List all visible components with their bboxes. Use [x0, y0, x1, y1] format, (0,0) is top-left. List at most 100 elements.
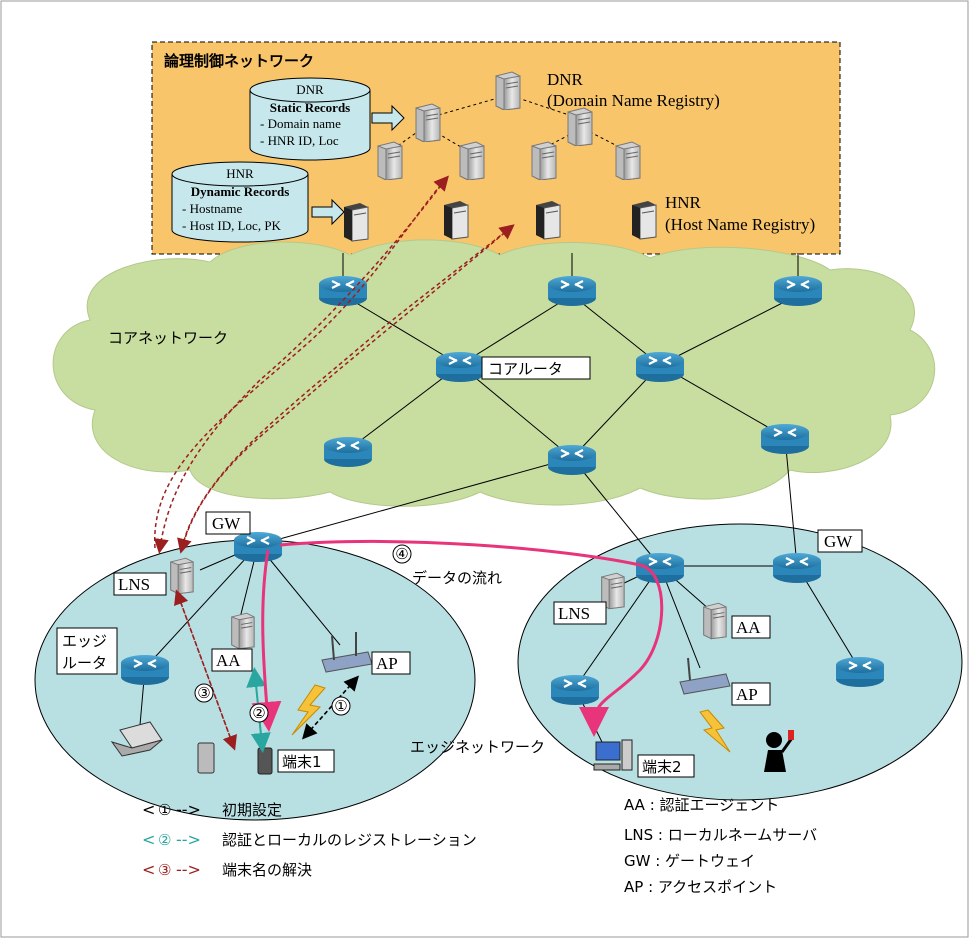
hnr-db-line2: - Host ID, Loc, PK — [182, 218, 282, 233]
legend-1-label: 初期設定 — [222, 801, 282, 819]
dnr-server-icon — [531, 141, 557, 180]
edge-router-label-box — [56, 627, 118, 675]
dnr-database: DNR Static Records - Domain name - HNR I… — [249, 77, 371, 161]
svg-text:-->: --> — [176, 800, 201, 819]
dnr-server-icon — [495, 71, 521, 110]
dnr-server-icon — [377, 141, 403, 180]
aa-label-box — [731, 615, 771, 639]
svg-text:-->: --> — [176, 860, 201, 879]
legend: < ① --> 初期設定 < ② --> 認証とローカルのレジストレーション <… — [142, 800, 477, 879]
dnr-server-icon — [615, 141, 641, 180]
gateway-router-icon — [772, 553, 822, 583]
abbreviation-list: AA : 認証エージェント LNS : ローカルネームサーバ GW : ゲートウ… — [624, 796, 817, 896]
legend-3-num: ③ — [158, 861, 171, 879]
core-router-icon — [323, 437, 373, 467]
terminal2-icon — [593, 739, 633, 771]
hnr-server-icon — [631, 200, 657, 240]
gw-label-box — [205, 511, 251, 535]
gateway-router-icon — [635, 553, 685, 583]
edge-router-icon — [120, 655, 170, 685]
hnr-desc-1: HNR — [665, 193, 702, 212]
step3-marker — [194, 683, 214, 703]
dnr-desc-2: (Domain Name Registry) — [547, 91, 720, 110]
legend-3-label: 端末名の解決 — [222, 861, 312, 879]
dnr-db-line1: - Domain name — [260, 116, 341, 131]
terminal2-label: 端末2 — [642, 758, 682, 776]
core-router-label: コアルータ — [488, 360, 563, 378]
lns-label-box — [553, 601, 607, 625]
core-router-icon — [773, 276, 823, 306]
terminal1-label: 端末1 — [282, 753, 322, 771]
hnr-db-heading: Dynamic Records — [191, 184, 290, 199]
svg-text:-->: --> — [176, 830, 201, 849]
lns-label: LNS — [558, 604, 590, 623]
edge-router-icon — [550, 675, 600, 705]
svg-text:<: < — [142, 800, 155, 819]
legend-2-num: ② — [158, 831, 171, 849]
legend-1-num: ① — [158, 801, 171, 819]
hnr-server-icon — [443, 200, 469, 240]
abbrev-aa: AA : 認証エージェント — [624, 796, 779, 814]
laptop-icon — [110, 721, 163, 757]
attacker-icon — [764, 730, 794, 772]
abbrev-lns: LNS : ローカルネームサーバ — [624, 826, 817, 844]
dnr-server-icon — [459, 141, 485, 180]
step2-num: ② — [252, 704, 265, 722]
edge-router-icon — [835, 657, 885, 687]
svg-text:<: < — [142, 860, 155, 879]
edge-network-title: エッジネットワーク — [410, 738, 545, 756]
core-router-icon — [760, 424, 810, 454]
right-edge-network — [517, 523, 963, 801]
aa-label-box — [211, 648, 253, 672]
dnr-desc-1: DNR — [547, 70, 584, 89]
initial-setup-path — [302, 675, 359, 740]
gw-label-box — [817, 529, 863, 553]
terminal1-icon — [257, 747, 273, 775]
hnr-arrow — [311, 198, 345, 226]
step4-num: ④ — [395, 545, 408, 563]
step1-num: ① — [334, 697, 347, 715]
hnr-desc-2: (Host Name Registry) — [665, 215, 815, 234]
step3-num: ③ — [197, 684, 210, 702]
wireless-signal-icon — [699, 709, 731, 753]
legend-2-label: 認証とローカルのレジストレーション — [222, 831, 477, 849]
name-resolution-paths — [153, 175, 515, 751]
core-router-icon — [435, 352, 485, 382]
ap-label: AP — [376, 654, 398, 673]
ap-label-box — [731, 682, 771, 706]
step4-marker — [392, 544, 412, 564]
lns-server-icon — [170, 557, 194, 595]
dnr-db-line2: - HNR ID, Loc — [260, 133, 339, 148]
ap-label-box — [371, 651, 411, 675]
gw-label: GW — [824, 532, 853, 551]
dnr-db-title: DNR — [296, 82, 324, 97]
core-router-icon — [318, 276, 368, 306]
lns-label-box — [113, 572, 167, 596]
core-network-title: コアネットワーク — [108, 329, 228, 347]
data-flow-label: データの流れ — [412, 569, 502, 587]
core-router-icon — [547, 276, 597, 306]
terminal2-label-box — [637, 754, 695, 778]
wireless-signal-icon — [291, 684, 326, 736]
dnr-arrow — [371, 104, 405, 132]
access-point-icon — [679, 657, 731, 695]
hnr-server-icon — [535, 200, 561, 240]
ap-label: AP — [736, 685, 758, 704]
edge-router-label-1: エッジ — [62, 632, 107, 650]
step1-marker — [331, 696, 351, 716]
dnr-server-icon — [415, 103, 441, 142]
hnr-database: HNR Dynamic Records - Hostname - Host ID… — [171, 161, 309, 243]
terminal1-label-box — [277, 749, 335, 773]
core-router-icon — [635, 352, 685, 382]
pda-icon — [197, 742, 215, 774]
hnr-db-title: HNR — [226, 166, 254, 181]
step2-marker — [249, 703, 269, 723]
aa-server-icon — [703, 602, 727, 640]
lns-label: LNS — [118, 575, 150, 594]
aa-label: AA — [216, 651, 241, 670]
aa-server-icon — [231, 612, 255, 650]
logical-control-title: 論理制御ネットワーク — [164, 52, 314, 70]
gateway-router-icon — [233, 532, 283, 562]
hnr-server-icon — [343, 202, 369, 242]
